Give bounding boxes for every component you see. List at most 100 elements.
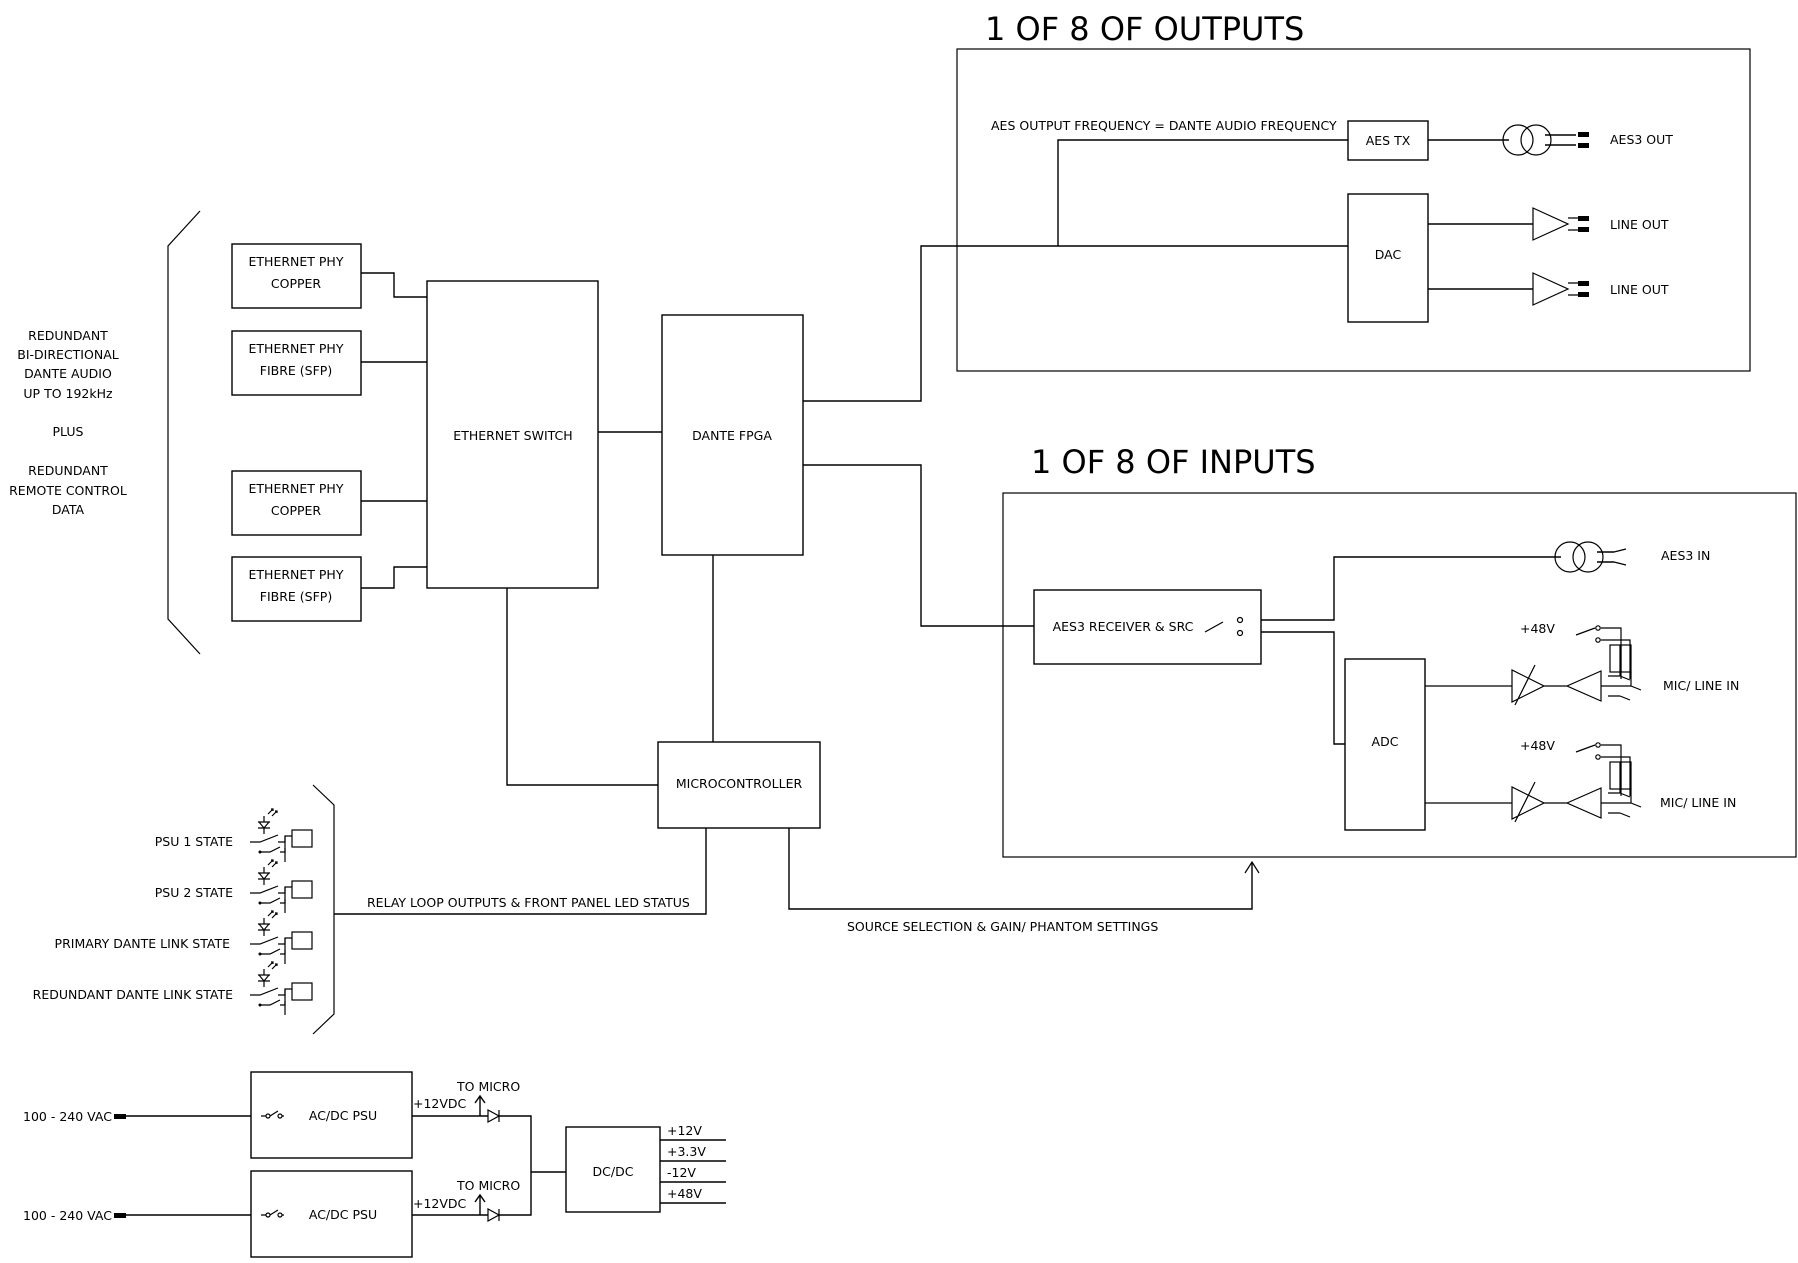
source-label: SOURCE SELECTION & GAIN/ PHANTOM SETTING… — [847, 919, 1158, 934]
note-line-7: REMOTE CONTROL — [9, 483, 127, 498]
outputs-title: 1 OF 8 OF OUTPUTS — [985, 10, 1304, 48]
note-line-4: UP TO 192kHz — [23, 386, 113, 401]
psu-block-2: AC/DC PSU — [250, 1170, 413, 1258]
phantom-label-1: +48V — [1520, 621, 1555, 636]
fpga-output-wire — [803, 139, 1348, 402]
status-label-3: PRIMARY DANTE LINK STATE — [55, 936, 231, 951]
phantom-resistor-1a — [1609, 644, 1621, 673]
microcontroller: MICROCONTROLLER — [657, 741, 821, 829]
fpga-input-wire — [803, 464, 1034, 627]
mic-jack-2 — [1608, 789, 1642, 818]
svg-text:AES TX: AES TX — [1366, 133, 1411, 148]
svg-text:ETHERNET PHY: ETHERNET PHY — [249, 254, 344, 269]
rail-label-4: +48V — [667, 1186, 702, 1201]
relay-label: RELAY LOOP OUTPUTS & FRONT PANEL LED STA… — [367, 895, 690, 910]
svg-text:COPPER: COPPER — [271, 276, 322, 291]
phantom-switch-1 — [1575, 627, 1631, 679]
phy-fibre-1: ETHERNET PHY FIBRE (SFP) — [231, 330, 362, 396]
dac-block: DAC — [1347, 193, 1429, 323]
outputs-frame — [956, 48, 1751, 372]
svg-text:AC/DC PSU: AC/DC PSU — [309, 1207, 377, 1222]
mic-chain-1 — [1425, 664, 1608, 706]
aes-receiver-block: AES3 RECEIVER & SRC — [1033, 589, 1262, 665]
svg-text:COPPER: COPPER — [271, 503, 322, 518]
psu-block-1: AC/DC PSU — [250, 1071, 413, 1159]
aes-in-wire — [1261, 551, 1614, 621]
note-line-1: REDUNDANT — [28, 328, 108, 343]
dac-out-wires — [1428, 223, 1533, 290]
aes-in-transformer — [1554, 541, 1604, 573]
mains-label-2: 100 - 240 VAC — [23, 1208, 112, 1223]
svg-text:FIBRE (SFP): FIBRE (SFP) — [260, 589, 332, 604]
psu1-out-wire — [412, 1094, 532, 1172]
aes-out-transformer — [1502, 124, 1552, 156]
to-micro-label-1: TO MICRO — [456, 1079, 520, 1094]
phy-copper-2: ETHERNET PHY COPPER — [231, 470, 362, 536]
mic-line-label-2: MIC/ LINE IN — [1660, 795, 1736, 810]
line-out-jack-1 — [1578, 216, 1589, 232]
svg-text:ETHERNET SWITCH: ETHERNET SWITCH — [453, 428, 572, 443]
line-out-label-2: LINE OUT — [1610, 282, 1669, 297]
status-symbol-1 — [249, 808, 313, 863]
line-out-amp-1 — [1532, 207, 1578, 241]
status-label-4: REDUNDANT DANTE LINK STATE — [33, 987, 233, 1002]
svg-text:AC/DC PSU: AC/DC PSU — [309, 1108, 377, 1123]
line-out-jack-2 — [1578, 281, 1589, 297]
svg-text:FIBRE (SFP): FIBRE (SFP) — [260, 363, 332, 378]
svg-text:DAC: DAC — [1375, 247, 1402, 262]
mic-jack-1 — [1608, 672, 1642, 701]
rail-label-1: +12V — [667, 1123, 702, 1138]
status-label-1: PSU 1 STATE — [155, 834, 233, 849]
mains-connector-1 — [114, 1114, 126, 1119]
svg-text:ETHERNET PHY: ETHERNET PHY — [249, 481, 344, 496]
aes-in-label: AES3 IN — [1661, 548, 1710, 563]
note-line-5: PLUS — [53, 424, 84, 439]
svg-text:DC/DC: DC/DC — [593, 1164, 634, 1179]
note-line-6: REDUNDANT — [28, 463, 108, 478]
rail-label-2: +3.3V — [667, 1144, 706, 1159]
control-arrow — [1244, 860, 1260, 874]
note-line-2: BI-DIRECTIONAL — [17, 347, 118, 362]
diode-2 — [487, 1207, 501, 1223]
svg-text:AES3 RECEIVER & SRC: AES3 RECEIVER & SRC — [1053, 619, 1194, 634]
aes-out-jack — [1578, 132, 1589, 148]
svg-text:DANTE FPGA: DANTE FPGA — [692, 428, 772, 443]
phy-switch-wires — [361, 272, 427, 589]
status-symbol-4 — [249, 961, 313, 1016]
mains-label-1: 100 - 240 VAC — [23, 1109, 112, 1124]
network-note: REDUNDANT BI-DIRECTIONAL DANTE AUDIO UP … — [9, 328, 127, 517]
phantom-label-2: +48V — [1520, 738, 1555, 753]
phy-fibre-2: ETHERNET PHY FIBRE (SFP) — [231, 556, 362, 622]
inputs-title: 1 OF 8 OF INPUTS — [1031, 443, 1316, 481]
relay-wire — [334, 828, 707, 915]
svg-text:ETHERNET PHY: ETHERNET PHY — [249, 341, 344, 356]
mic-line-label-1: MIC/ LINE IN — [1663, 678, 1739, 693]
phy-copper-1: ETHERNET PHY COPPER — [231, 243, 362, 309]
status-label-2: PSU 2 STATE — [155, 885, 233, 900]
svg-text:ADC: ADC — [1372, 734, 1399, 749]
status-symbol-2 — [249, 859, 313, 914]
aes-out-label: AES3 OUT — [1610, 132, 1673, 147]
mic-chain-2 — [1425, 781, 1608, 823]
note-line-3: DANTE AUDIO — [24, 366, 112, 381]
control-wire — [788, 828, 1253, 910]
network-brace — [167, 210, 201, 655]
psu2-out-wire — [412, 1172, 532, 1216]
line-out-label-1: LINE OUT — [1610, 217, 1669, 232]
to-micro-label-2: TO MICRO — [456, 1178, 520, 1193]
rail-12v-label-2: +12VDC — [413, 1196, 467, 1211]
dcdc-block: DC/DC — [565, 1126, 661, 1213]
diode-1 — [487, 1108, 501, 1124]
ethernet-switch: ETHERNET SWITCH — [426, 280, 599, 589]
aes-in-jack — [1613, 548, 1627, 566]
phantom-resistor-1b — [1620, 644, 1632, 673]
mains-connector-2 — [114, 1213, 126, 1218]
adc-block: ADC — [1344, 658, 1426, 831]
freq-note: AES OUTPUT FREQUENCY = DANTE AUDIO FREQU… — [991, 118, 1337, 133]
status-symbol-3 — [249, 910, 313, 965]
aes-tx-wire — [1428, 134, 1576, 146]
status-brace — [312, 784, 335, 1035]
phantom-resistor-2a — [1609, 761, 1621, 790]
line-out-amp-2 — [1532, 272, 1578, 306]
